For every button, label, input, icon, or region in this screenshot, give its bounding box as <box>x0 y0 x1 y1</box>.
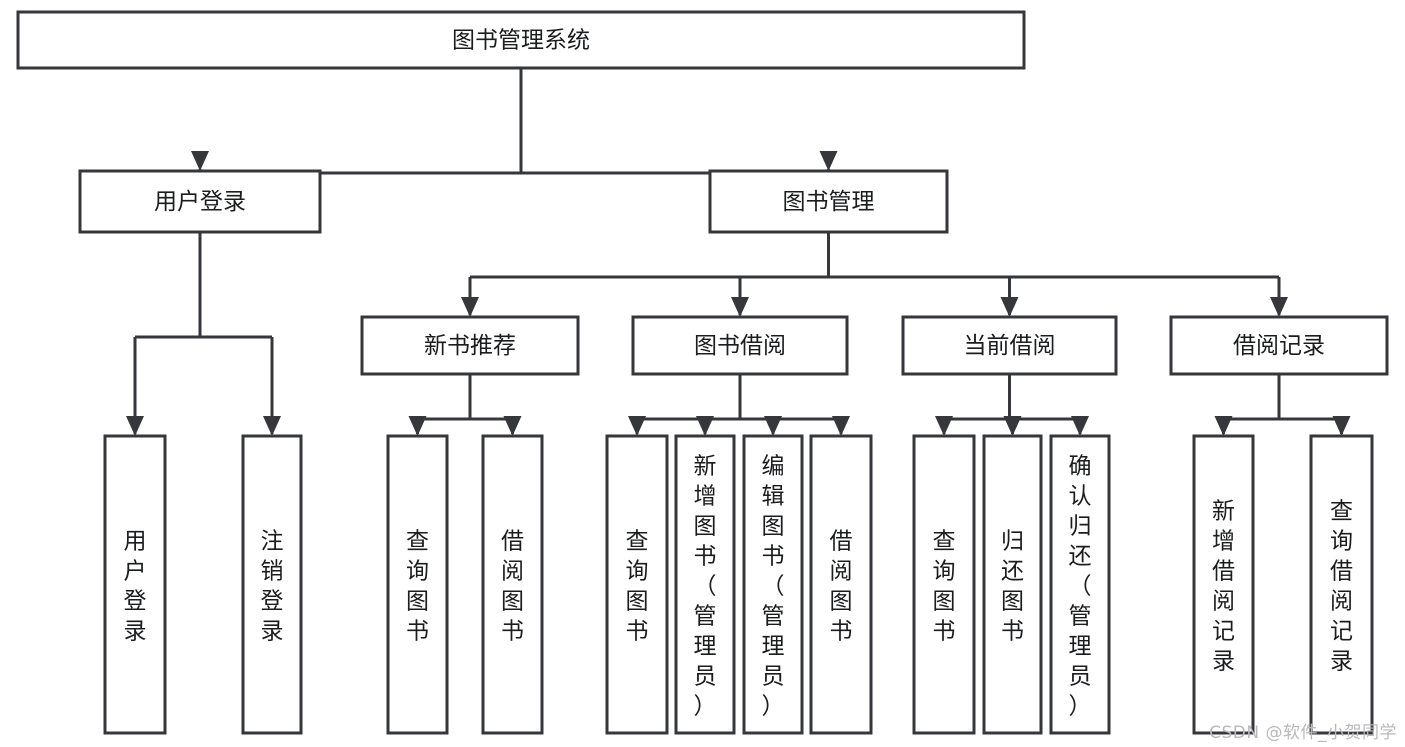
node-leaf-query-book-b[interactable]: 查询图书 <box>605 434 669 735</box>
node-box <box>674 434 736 735</box>
node-leaf-return-book[interactable]: 归还图书 <box>982 434 1043 735</box>
node-leaf-borrow-book-a[interactable]: 借阅图书 <box>481 434 544 735</box>
node-label: 新书推荐 <box>424 333 516 359</box>
node-leaf-edit-book[interactable]: 编辑图书（管理员） <box>742 434 804 735</box>
node-box <box>1169 315 1389 376</box>
node-label: 借阅图书 <box>830 529 853 645</box>
node-leaf-query-record[interactable]: 查询借阅记录 <box>1309 434 1374 735</box>
arrow-head <box>461 297 479 317</box>
node-box <box>1192 434 1255 735</box>
node-label: 用户登录 <box>124 529 147 645</box>
node-box <box>481 434 544 735</box>
node-label: 图书管理 <box>783 189 875 215</box>
node-borrow-record[interactable]: 借阅记录 <box>1169 315 1389 376</box>
edge-group-root <box>191 68 838 175</box>
node-leaf-add-record[interactable]: 新增借阅记录 <box>1192 434 1255 735</box>
node-box <box>631 315 849 376</box>
node-leaf-borrow-book-b[interactable]: 借阅图书 <box>809 434 873 735</box>
edge-group-borrow-record <box>1214 374 1351 436</box>
edge-group-user-login <box>126 232 281 436</box>
node-user-login[interactable]: 用户登录 <box>78 169 322 234</box>
arrow-head <box>696 416 714 436</box>
node-box <box>386 434 449 735</box>
arrow-head <box>126 416 144 436</box>
node-box <box>605 434 669 735</box>
node-box <box>103 434 167 735</box>
node-label: 图书管理系统 <box>452 28 590 54</box>
node-label: 图书借阅 <box>694 333 786 359</box>
node-label: 查询借阅记录 <box>1330 499 1353 675</box>
node-label: 新增借阅记录 <box>1212 499 1235 675</box>
node-box <box>360 315 580 376</box>
arrow-head <box>731 297 749 317</box>
arrow-head <box>819 151 838 171</box>
node-book-borrow[interactable]: 图书借阅 <box>631 315 849 376</box>
node-label: 借阅图书 <box>501 529 524 645</box>
edge-group-book-manage <box>461 232 1288 317</box>
node-leaf-query-book-a[interactable]: 查询图书 <box>386 434 449 735</box>
arrow-head <box>1003 416 1022 436</box>
node-box <box>708 169 949 234</box>
node-box <box>78 169 322 234</box>
arrow-head <box>1071 416 1089 436</box>
node-label: 确认归还（管理员） <box>1069 454 1092 720</box>
nodes-layer: 图书管理系统用户登录图书管理新书推荐图书借阅当前借阅借阅记录用户登录注销登录查询… <box>16 10 1389 735</box>
node-label: 查询图书 <box>406 529 429 645</box>
node-box <box>16 10 1026 70</box>
node-box <box>1309 434 1374 735</box>
node-box <box>1049 434 1111 735</box>
arrow-head <box>628 416 646 436</box>
node-box <box>901 315 1118 376</box>
arrow-head <box>1270 297 1288 317</box>
node-box <box>241 434 303 735</box>
node-new-book-rec[interactable]: 新书推荐 <box>360 315 580 376</box>
node-label: 注销登录 <box>261 529 284 645</box>
arrow-head <box>503 416 522 436</box>
node-leaf-logout[interactable]: 注销登录 <box>241 434 303 735</box>
arrow-head <box>832 416 850 436</box>
edge-group-new-book-rec <box>408 374 522 436</box>
node-root[interactable]: 图书管理系统 <box>16 10 1026 70</box>
arrow-head <box>408 416 427 436</box>
arrow-head <box>1332 416 1351 436</box>
node-current-borrow[interactable]: 当前借阅 <box>901 315 1118 376</box>
node-label: 借阅记录 <box>1233 333 1325 359</box>
node-book-manage[interactable]: 图书管理 <box>708 169 949 234</box>
node-leaf-add-book[interactable]: 新增图书（管理员） <box>674 434 736 735</box>
edge-group-book-borrow <box>628 374 850 436</box>
node-leaf-user-login[interactable]: 用户登录 <box>103 434 167 735</box>
node-label: 用户登录 <box>154 189 246 215</box>
arrow-head <box>191 151 209 171</box>
watermark: CSDN @软件_小贺同学 <box>1209 723 1397 743</box>
edge-group-current-borrow <box>935 374 1089 436</box>
arrow-head <box>764 416 782 436</box>
node-label: 归还图书 <box>1001 529 1024 645</box>
node-box <box>912 434 976 735</box>
node-label: 新增图书（管理员） <box>694 454 717 720</box>
edges-layer <box>126 68 1351 436</box>
arrow-head <box>263 416 281 436</box>
node-box <box>809 434 873 735</box>
node-leaf-confirm-return[interactable]: 确认归还（管理员） <box>1049 434 1111 735</box>
arrow-head <box>935 416 953 436</box>
node-leaf-query-book-c[interactable]: 查询图书 <box>912 434 976 735</box>
arrow-head <box>1214 416 1233 436</box>
node-box <box>742 434 804 735</box>
node-box <box>982 434 1043 735</box>
node-label: 当前借阅 <box>964 333 1056 359</box>
node-label: 编辑图书（管理员） <box>762 454 785 720</box>
node-label: 查询图书 <box>933 529 956 645</box>
node-label: 查询图书 <box>626 529 649 645</box>
arrow-head <box>1000 297 1019 317</box>
